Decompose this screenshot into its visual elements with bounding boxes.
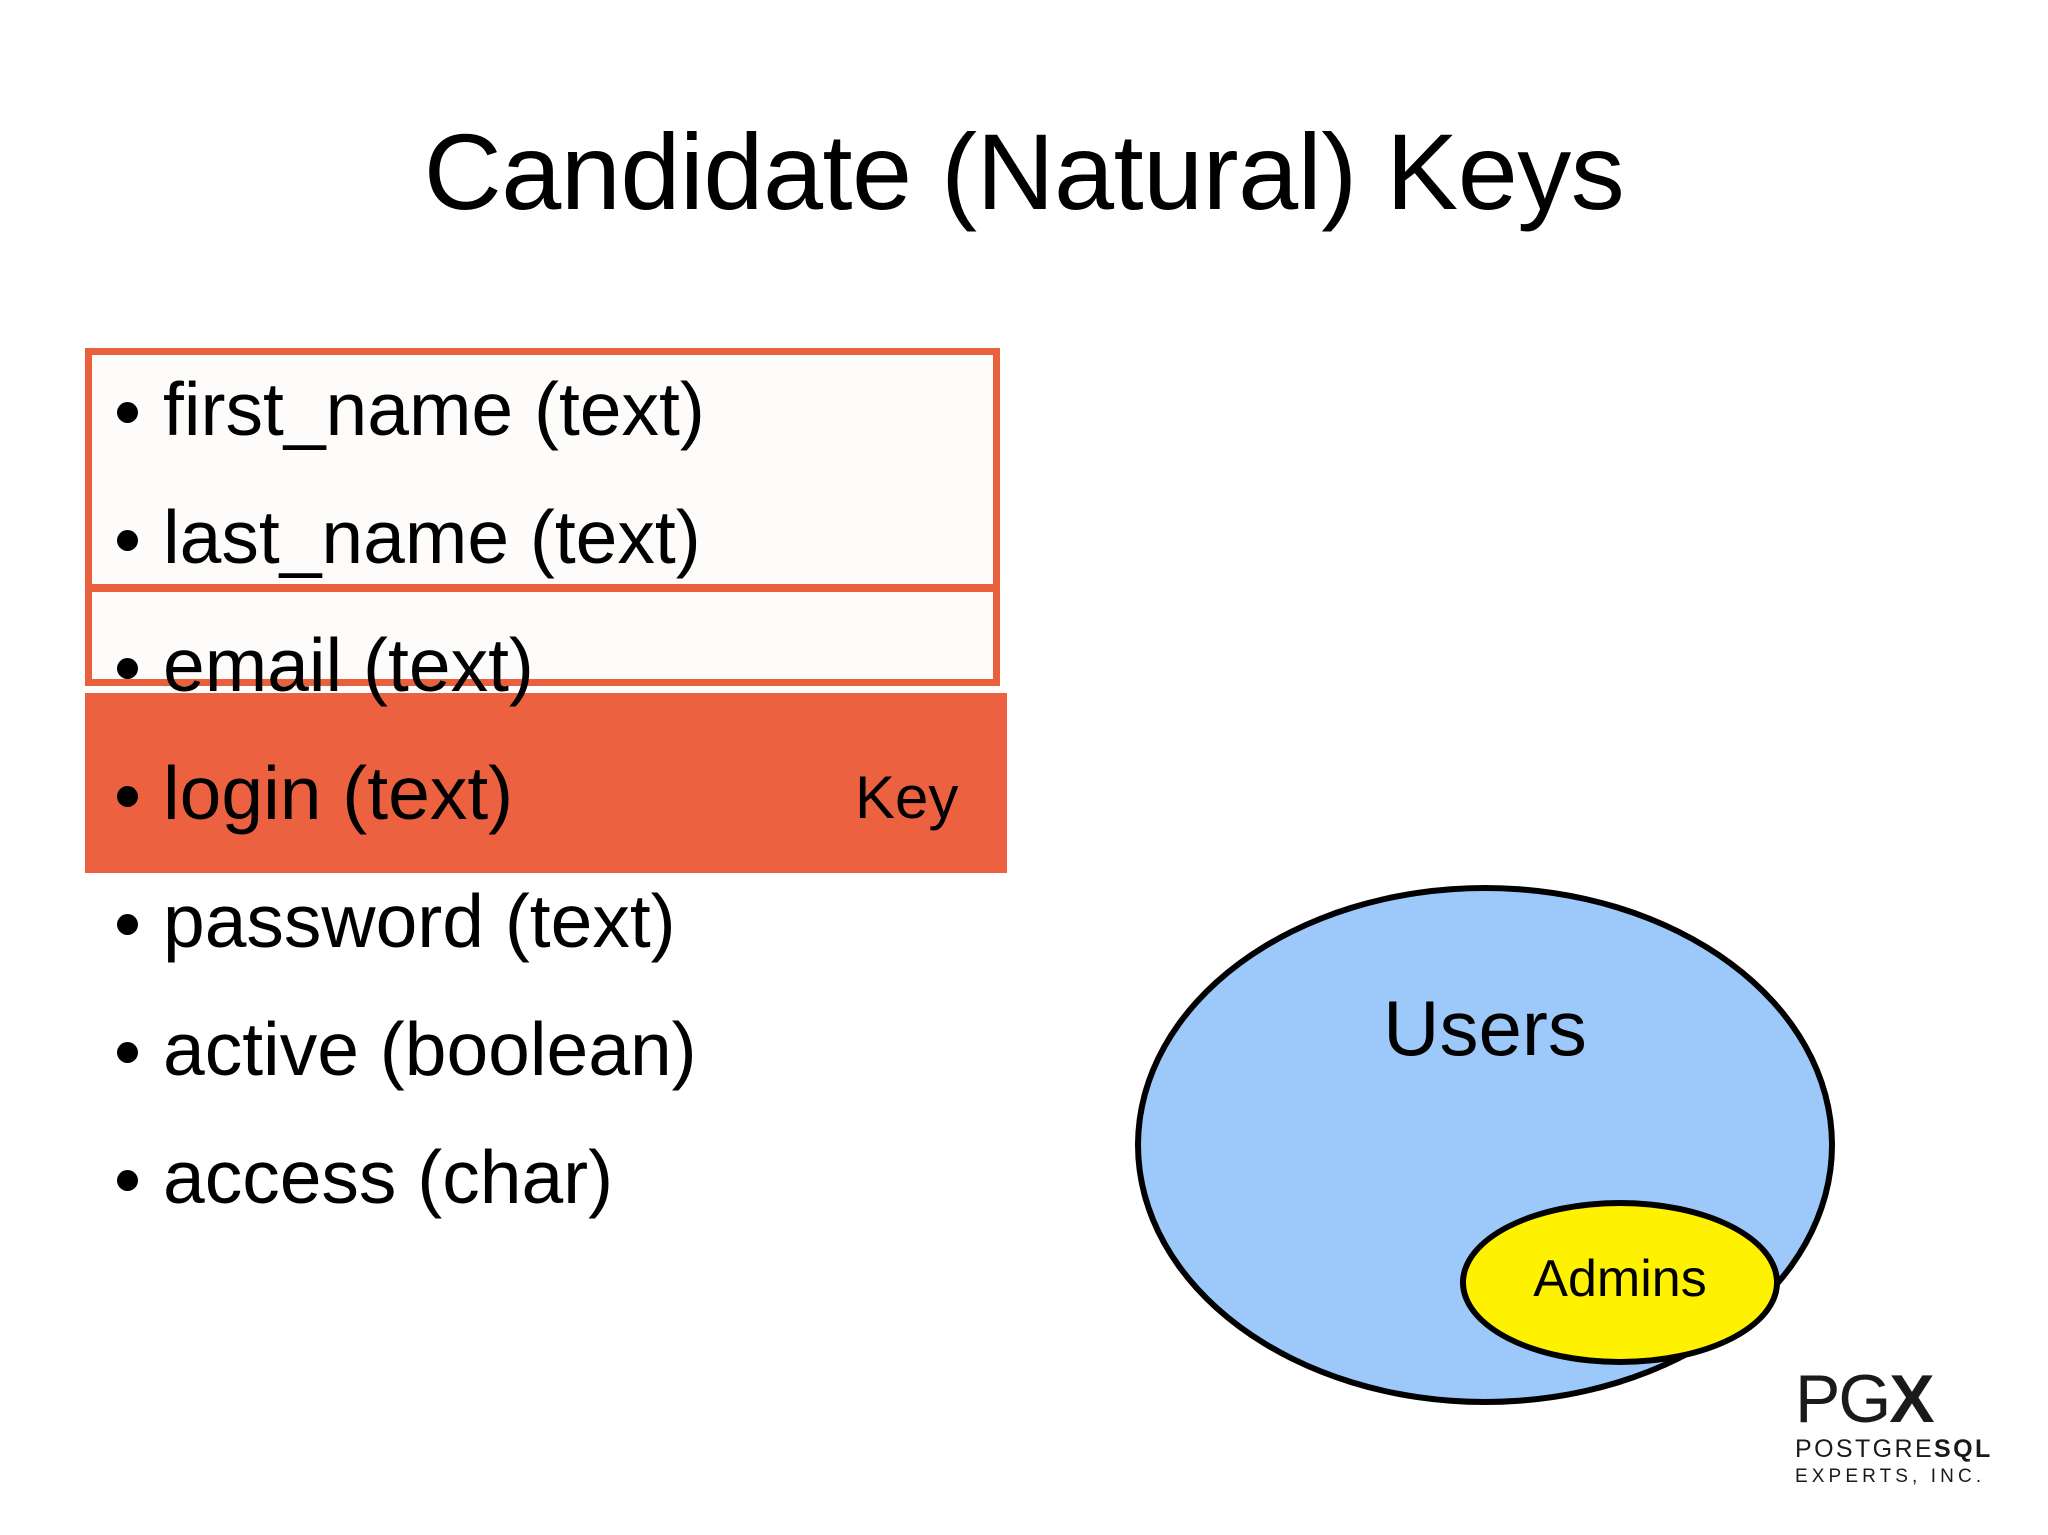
list-item: first_name (text) xyxy=(85,348,1185,476)
field-label: email (text) xyxy=(163,622,534,707)
field-label: login (text) xyxy=(163,750,514,835)
bullet-icon xyxy=(85,914,163,935)
pgx-tagline-experts: EXPERTS, INC. xyxy=(1795,1466,1986,1488)
pgx-wordmark-x: X xyxy=(1889,1361,1934,1437)
highlight-box-email xyxy=(85,585,1000,686)
venn-diagram: Users Admins xyxy=(1135,885,1835,1445)
pgx-wordmark: PGX xyxy=(1795,1365,1995,1433)
field-label: access (char) xyxy=(163,1134,614,1219)
bullet-icon xyxy=(85,402,163,423)
bullet-icon xyxy=(85,530,163,551)
bullet-icon xyxy=(85,1042,163,1063)
pgx-tagline-postgresql: POSTGRESQL xyxy=(1795,1435,1995,1464)
list-item: access (char) xyxy=(85,1116,1185,1244)
highlight-box-names xyxy=(85,348,1000,591)
list-item-login: login (text) Key xyxy=(85,732,1185,860)
field-label: first_name (text) xyxy=(163,366,705,451)
users-label: Users xyxy=(1383,984,1587,1072)
field-label: last_name (text) xyxy=(163,494,701,579)
pgx-logo: PGX POSTGRESQL EXPERTS, INC. xyxy=(1795,1365,1995,1489)
list-item: password (text) xyxy=(85,860,1185,988)
admins-label: Admins xyxy=(1533,1250,1707,1308)
pgx-wordmark-pg: PG xyxy=(1795,1361,1891,1437)
page-title: Candidate (Natural) Keys xyxy=(423,111,1625,232)
list-item: active (boolean) xyxy=(85,988,1185,1116)
field-label: active (boolean) xyxy=(163,1006,697,1091)
bullet-icon xyxy=(85,658,163,679)
highlight-box-login-key xyxy=(85,693,1007,873)
list-item: email (text) xyxy=(85,604,1185,732)
bullet-icon xyxy=(85,1170,163,1191)
bullet-icon xyxy=(85,786,163,807)
key-badge: Key xyxy=(855,764,959,831)
field-label: password (text) xyxy=(163,878,676,963)
admins-ellipse xyxy=(1460,1200,1780,1365)
list-item: last_name (text) xyxy=(85,476,1185,604)
field-list: first_name (text) last_name (text) email… xyxy=(85,348,1185,1244)
pgx-tagline-sql: SQL xyxy=(1934,1434,1993,1463)
pgx-tagline-postgre: POSTGRE xyxy=(1795,1434,1935,1463)
